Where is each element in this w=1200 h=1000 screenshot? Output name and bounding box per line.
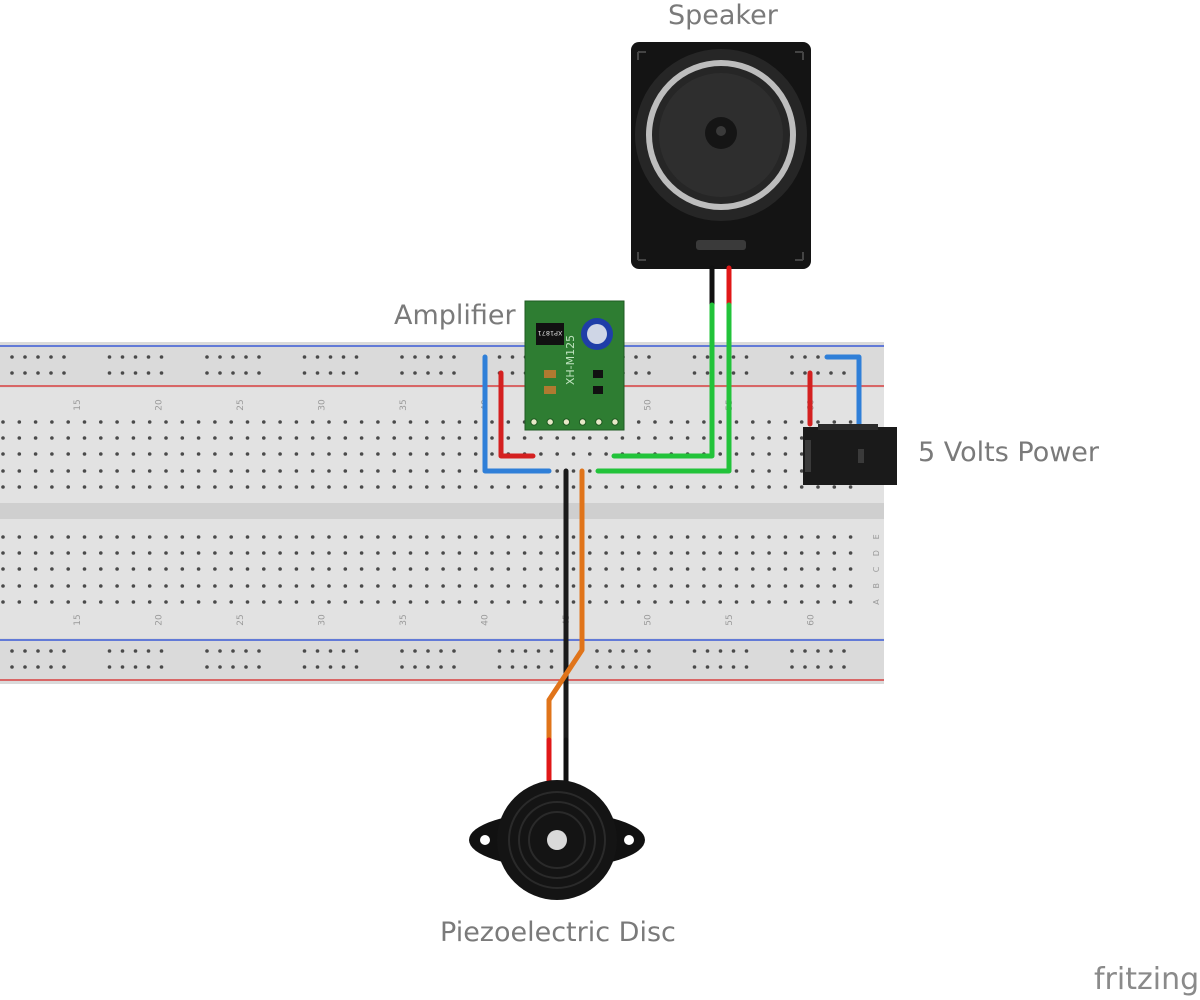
piezo-center <box>547 830 567 850</box>
brand-logo: fritzing <box>1094 962 1200 997</box>
wire-red-amp <box>498 370 536 459</box>
column-number: 15 <box>73 399 83 410</box>
speaker-surround <box>646 60 796 210</box>
amp-component-2 <box>593 386 603 394</box>
wire-orange-piezo <box>546 468 585 743</box>
column-number: 30 <box>318 614 328 626</box>
piezo-label: Piezoelectric Disc <box>440 917 676 948</box>
piezo-disc <box>469 780 645 900</box>
speaker <box>631 42 811 269</box>
amp-chip-text: XP1871 <box>538 329 563 337</box>
column-number: 25 <box>236 399 246 410</box>
row-letter: D <box>872 550 881 556</box>
amplifier-label: Amplifier <box>394 300 516 331</box>
center-channel <box>0 503 884 519</box>
row-letters: A B C D E <box>872 534 881 604</box>
column-number: 40 <box>481 614 491 626</box>
speaker-terminal-slot <box>696 240 746 250</box>
top-power-rail <box>0 342 884 388</box>
amp-pins <box>530 418 619 426</box>
wire-blue-amp <box>482 354 552 474</box>
row-letter: B <box>872 583 881 589</box>
wire-green-1 <box>611 302 715 459</box>
column-number: 50 <box>644 614 654 626</box>
amp-resistor-2 <box>544 386 556 394</box>
column-number: 15 <box>73 614 83 625</box>
power-label: 5 Volts Power <box>918 437 1100 468</box>
power-jack <box>803 424 897 485</box>
row-letter: A <box>872 599 881 605</box>
amp-component-1 <box>593 370 603 378</box>
amplifier-board: XP1871 XH-M125 <box>524 300 625 431</box>
column-number: 35 <box>399 614 409 625</box>
column-number: 60 <box>807 614 817 626</box>
breadboard: 1515202025253030353540404545505055556060… <box>0 342 884 684</box>
column-number: 20 <box>155 399 165 411</box>
column-number: 30 <box>318 399 328 411</box>
row-letter: C <box>872 566 881 572</box>
column-number: 55 <box>725 614 735 625</box>
row-letter: E <box>872 534 881 539</box>
column-number: 50 <box>644 399 654 411</box>
column-number: 20 <box>155 614 165 626</box>
amp-board-text: XH-M125 <box>564 335 577 385</box>
amp-resistor-1 <box>544 370 556 378</box>
speaker-label: Speaker <box>668 0 778 31</box>
power-jack-body <box>803 427 897 485</box>
wire-blue-power <box>824 354 862 427</box>
column-number: 25 <box>236 614 246 625</box>
bottom-power-rail <box>0 638 884 684</box>
amp-chip <box>536 323 564 345</box>
column-number: 35 <box>399 399 409 410</box>
wire-green-2 <box>595 302 732 474</box>
